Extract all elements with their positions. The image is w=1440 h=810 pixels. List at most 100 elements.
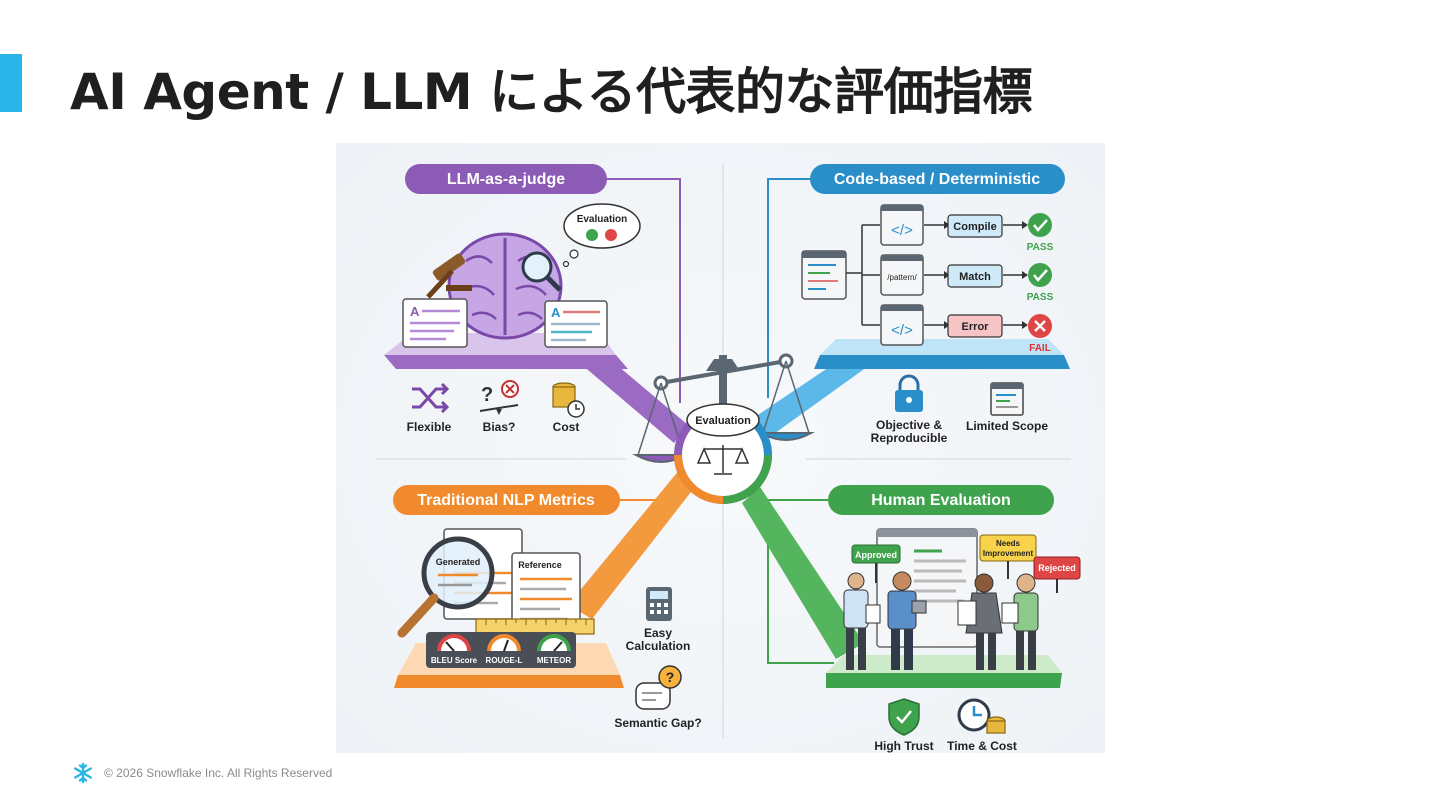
feature-flexible: Flexible — [407, 420, 452, 434]
chat-question-icon: ? — [635, 665, 682, 710]
bias-icon: ? — [479, 380, 519, 415]
llm-judge-quadrant: LLM-as-a-judge Evaluation — [384, 164, 641, 434]
human-platform-top — [826, 655, 1062, 673]
document-right-letter: A — [551, 305, 561, 320]
person-1 — [843, 572, 881, 670]
magnifier-large-icon: Generated — [397, 536, 495, 638]
code-row-error: </> Error FAIL — [880, 304, 1052, 354]
shuffle-icon — [412, 382, 450, 414]
mini-scale-icon — [696, 445, 750, 475]
nlp-header-pill — [393, 485, 620, 515]
lock-icon — [895, 374, 923, 412]
slide-title: AI Agent / LLM による代表的な評価指標 — [70, 63, 1033, 121]
step-error-label: Error — [962, 321, 990, 333]
feature-objective-line2: Reproducible — [871, 431, 948, 445]
human-platform — [826, 673, 1062, 688]
generated-doc-label: Generated — [436, 557, 481, 567]
magnifier-icon — [521, 251, 562, 292]
center-evaluation-label: Evaluation — [695, 415, 751, 427]
document-right: A — [544, 300, 608, 348]
diagram-canvas: LLM-as-a-judge Evaluation — [336, 143, 1105, 753]
gauge-meteor-label: METEOR — [537, 656, 571, 665]
diagram-arms — [568, 349, 892, 659]
sign-needs-improvement: Needs Improvement — [979, 534, 1037, 579]
tablet-icon — [911, 600, 927, 614]
center-scale: Evaluation — [632, 353, 815, 504]
code-based-header: Code-based / Deterministic — [834, 171, 1040, 188]
evaluation-bubble-label: Evaluation — [577, 214, 628, 225]
code-branch-lines — [846, 224, 880, 326]
sign-rejected: Rejected — [1033, 556, 1081, 593]
document-left: A — [402, 298, 468, 348]
sign-needs-line1: Needs — [996, 539, 1021, 548]
pass-check-icon — [1028, 213, 1052, 237]
shield-check-icon — [888, 698, 920, 736]
copyright-text: © 2026 Snowflake Inc. All Rights Reserve… — [104, 766, 333, 780]
llm-judge-header-pill — [405, 164, 607, 194]
gauge-bleu-label: BLEU Score — [431, 656, 478, 665]
sign-rejected-label: Rejected — [1038, 563, 1076, 573]
gauge-meteor: METEOR — [537, 634, 571, 665]
feature-time-cost: Time & Cost — [947, 739, 1017, 753]
code-window-icon — [990, 382, 1024, 416]
feature-high-trust: High Trust — [874, 739, 933, 753]
metric-gauges: BLEU Score ROUGE-L METEOR — [426, 632, 576, 668]
code-tag-icon: </> — [891, 322, 913, 339]
feature-bias: Bias? — [483, 420, 516, 434]
evaluation-diagram: LLM-as-a-judge Evaluation — [336, 143, 1105, 753]
svg-text:?: ? — [481, 384, 493, 406]
footer: © 2026 Snowflake Inc. All Rights Reserve… — [72, 762, 332, 784]
sign-needs-line2: Improvement — [983, 549, 1034, 558]
reference-doc-label: Reference — [518, 560, 562, 570]
nlp-header: Traditional NLP Metrics — [417, 492, 595, 509]
clipboard-icon — [957, 600, 977, 626]
source-code-window — [801, 250, 847, 300]
evaluation-thought-bubble: Evaluation — [562, 203, 641, 268]
llm-judge-platform — [384, 355, 628, 369]
llm-judge-header: LLM-as-a-judge — [447, 171, 565, 188]
ruler-icon — [475, 618, 595, 635]
snowflake-logo-icon — [74, 762, 92, 784]
code-row-match: /pattern/ Match PASS — [880, 254, 1054, 303]
code-tag-icon: </> — [891, 222, 913, 239]
pattern-label: /pattern/ — [887, 273, 917, 282]
feature-limited-scope: Limited Scope — [966, 419, 1048, 433]
feature-easy-line2: Calculation — [626, 639, 691, 653]
title-accent-bar — [0, 54, 22, 112]
check-icon — [586, 229, 598, 241]
code-row-compile: </> Compile PASS — [880, 204, 1054, 253]
step-match-label: Match — [959, 271, 991, 283]
feature-objective-line1: Objective & — [876, 418, 942, 432]
step-match-result: PASS — [1027, 292, 1054, 303]
gauge-rouge-label: ROUGE-L — [486, 656, 523, 665]
sign-approved: Approved — [851, 544, 901, 583]
human-eval-quadrant: Human Evaluation Approved Needs Improvem… — [826, 485, 1081, 753]
feature-semantic-gap: Semantic Gap? — [614, 716, 701, 730]
human-header-pill — [828, 485, 1054, 515]
code-based-quadrant: Code-based / Deterministic </> Compile — [801, 164, 1070, 445]
svg-text:?: ? — [666, 669, 675, 685]
human-header: Human Evaluation — [871, 492, 1011, 509]
clock-coins-icon — [957, 698, 1006, 734]
cross-icon — [605, 229, 617, 241]
pass-check-icon — [1028, 263, 1052, 287]
step-compile-result: PASS — [1027, 242, 1054, 253]
gauge-rouge: ROUGE-L — [486, 634, 523, 665]
code-based-header-pill — [810, 164, 1065, 194]
gauge-bleu: BLEU Score — [431, 634, 478, 665]
gavel-icon — [426, 253, 472, 299]
step-error-result: FAIL — [1029, 343, 1051, 354]
code-based-platform-top — [820, 339, 1064, 355]
nlp-metrics-quadrant: Traditional NLP Metrics Reference Genera… — [393, 485, 702, 730]
feature-easy-line1: Easy — [644, 626, 672, 640]
person-2 — [887, 571, 927, 670]
coins-clock-icon — [552, 382, 585, 418]
sign-approved-label: Approved — [855, 550, 897, 560]
document-left-letter: A — [410, 304, 420, 319]
code-based-platform — [814, 355, 1070, 369]
step-compile-label: Compile — [953, 221, 996, 233]
nlp-platform — [394, 675, 624, 688]
feature-cost: Cost — [553, 420, 580, 434]
clipboard-icon — [865, 604, 881, 624]
person-4 — [1001, 573, 1039, 670]
